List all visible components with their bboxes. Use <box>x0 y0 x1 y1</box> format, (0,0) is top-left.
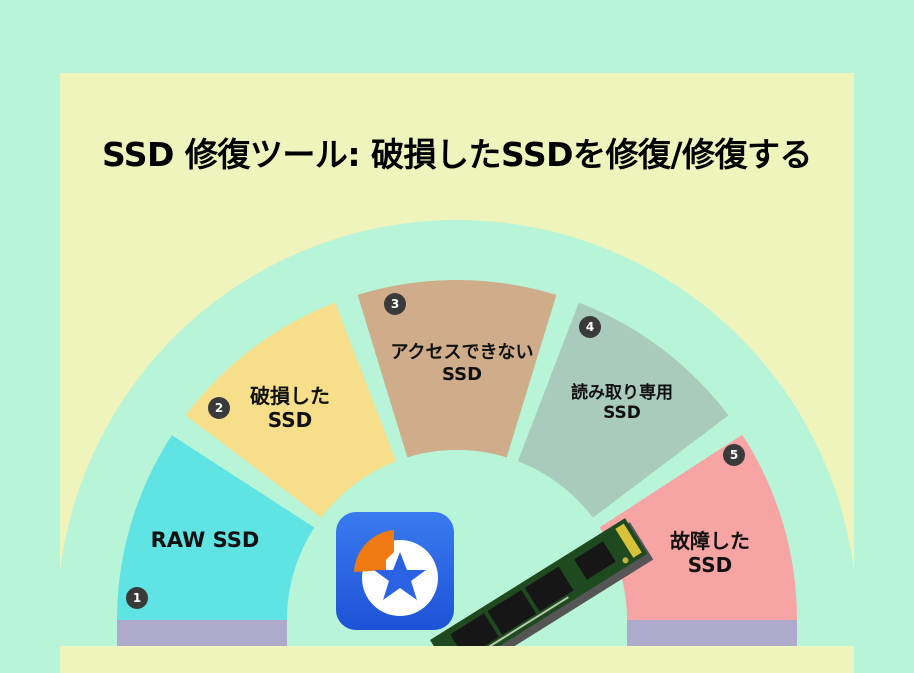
segment-number-badge-4: 4 <box>579 316 601 338</box>
bottom-band-right <box>627 620 797 646</box>
segment-inaccessible-ssd <box>357 280 557 458</box>
segment-read-only-ssd <box>517 302 729 518</box>
segment-raw-ssd <box>117 435 315 620</box>
m2-ssd-card-image <box>430 518 654 646</box>
segment-label-read-only-ssd: 読み取り専用 SSD <box>571 383 673 424</box>
segment-label-inaccessible-ssd: アクセスできない SSD <box>390 342 534 385</box>
segment-number-badge-1: 1 <box>126 587 148 609</box>
segment-label-failed-ssd: 故障した SSD <box>670 529 750 577</box>
ssd-types-fan-diagram <box>117 280 797 646</box>
segment-label-raw-ssd: RAW SSD <box>150 528 260 552</box>
segment-corrupted-ssd <box>185 302 397 518</box>
segment-number-badge-2: 2 <box>208 397 230 419</box>
star-disk-icon <box>354 530 438 616</box>
segment-failed-ssd <box>599 434 797 620</box>
bottom-band-left <box>117 620 287 646</box>
segment-label-corrupted-ssd: 破損した SSD <box>250 384 330 432</box>
segment-number-badge-3: 3 <box>384 293 406 315</box>
segment-number-badge-5: 5 <box>723 444 745 466</box>
data-recovery-app-icon <box>336 512 454 630</box>
page-title: SSD 修復ツール: 破損したSSDを修復/修復する <box>101 135 813 174</box>
